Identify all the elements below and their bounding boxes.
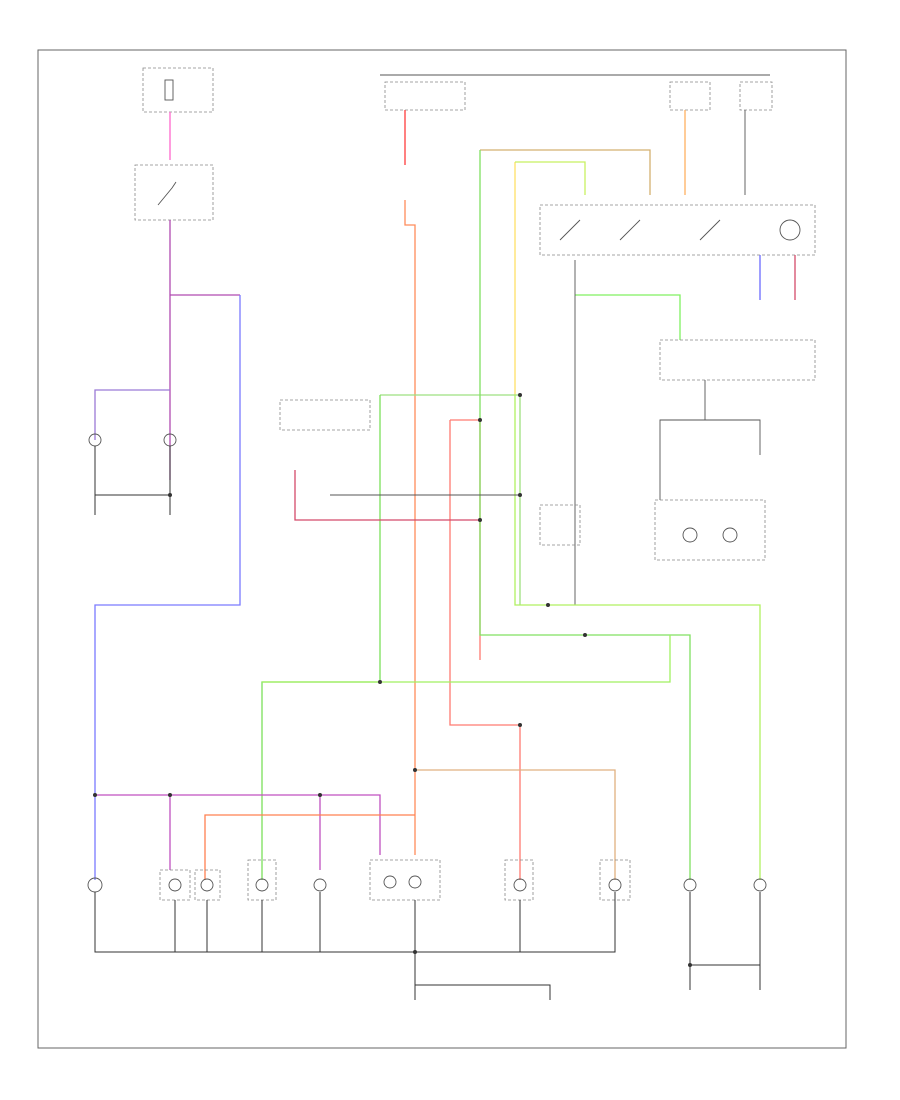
junction-node <box>583 633 587 637</box>
fuse-box-top-left <box>142 67 214 113</box>
lamp-rear-6a <box>383 875 397 889</box>
lamp-rear-4 <box>255 878 269 892</box>
switch-left-box <box>134 164 214 221</box>
fuse-right-b-box <box>739 81 773 111</box>
lamp-meter-right <box>722 527 738 543</box>
wire-green-low <box>262 635 671 683</box>
wire-yellowgreen-right <box>514 395 761 880</box>
wire-purple-rear-drop <box>169 795 321 870</box>
wire-salmon-mid <box>449 419 521 880</box>
wire-green-left-loop <box>261 395 381 880</box>
junction-node <box>413 950 417 954</box>
wire-purple-rear-bus <box>95 794 381 855</box>
junction-node <box>378 680 382 684</box>
junction-node <box>478 418 482 422</box>
lamp-rear-9 <box>683 878 697 892</box>
wire-green-horizontal <box>575 294 681 340</box>
lamp-rear-10 <box>753 878 767 892</box>
wire-orange-center <box>404 200 416 855</box>
combination-switch-lower-box <box>659 339 816 381</box>
combination-switch-mid-box <box>539 504 581 546</box>
wire-green-yellow-top <box>515 161 586 195</box>
lamp-rear-2 <box>168 878 182 892</box>
lamp-rear-3-box <box>194 869 221 901</box>
junction-node <box>478 518 482 522</box>
combination-switch-contacts <box>559 219 721 241</box>
wire-gnd-license <box>94 446 171 515</box>
wire-orange-rear <box>204 814 415 880</box>
brake-switch-box <box>279 399 371 431</box>
junction-node <box>168 793 172 797</box>
junction-node <box>413 768 417 772</box>
junction-node <box>518 723 522 727</box>
lamp-rear-8 <box>608 878 622 892</box>
junction-node <box>518 493 522 497</box>
combination-meter-box <box>654 499 766 561</box>
lamp-rear-6-box <box>369 859 441 901</box>
lamp-rear-2-box <box>159 869 191 901</box>
ground-split-bottom <box>415 984 551 1000</box>
junction-node <box>168 493 172 497</box>
wire-blue-right-loop <box>94 295 241 880</box>
ground-bus-rear-right <box>689 892 761 990</box>
lamp-rear-5 <box>313 878 327 892</box>
junction-node <box>546 603 550 607</box>
ground-bus-rear <box>94 892 616 1000</box>
illumination-lamp <box>779 219 801 241</box>
lamp-rear-7-box <box>504 859 534 901</box>
wire-tan-top <box>480 149 651 195</box>
switch-left-contact <box>157 181 177 206</box>
wire-red-brake <box>294 470 480 521</box>
fuse-center-box <box>384 81 466 111</box>
fuse-top-left <box>164 79 174 101</box>
wire-gray-lower-right <box>659 380 761 500</box>
wire-tan-rear <box>415 769 616 880</box>
lamp-meter-left <box>682 527 698 543</box>
junction-node <box>688 963 692 967</box>
junction-node <box>93 793 97 797</box>
junction-node <box>318 793 322 797</box>
lamp-rear-3 <box>200 878 214 892</box>
fuse-right-a-box <box>669 81 711 111</box>
lamp-rear-7 <box>513 878 527 892</box>
lamp-rear-1 <box>87 877 103 893</box>
junction-node <box>518 393 522 397</box>
combination-switch-box <box>539 204 816 256</box>
lamp-rear-6b <box>408 875 422 889</box>
diagram-frame <box>37 49 847 1049</box>
wire-purple-left-branch <box>94 389 170 440</box>
